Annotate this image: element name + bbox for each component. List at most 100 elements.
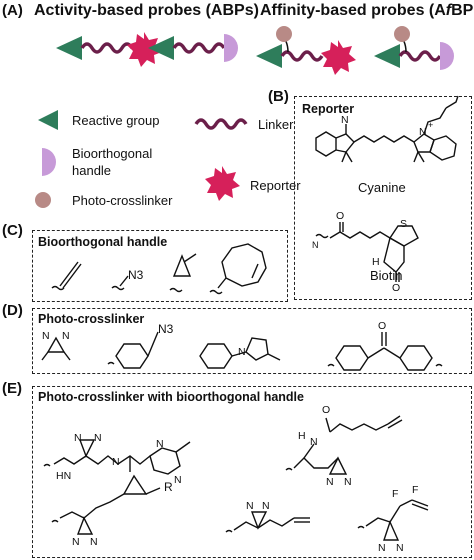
diazirine-tetrazine-structure — [43, 439, 191, 475]
cyanine-structure — [315, 95, 459, 163]
afbp-title-pre: Affinity-based probes (A — [260, 2, 446, 19]
panel-c-letter: (C) — [2, 222, 23, 239]
biotin-structure — [315, 222, 419, 282]
e5-f2: F — [412, 484, 419, 496]
e3-r: R — [164, 480, 173, 494]
panel-d-box — [32, 308, 472, 374]
cyanine-n-left: N — [341, 114, 349, 126]
diazirine-n2: N — [62, 330, 70, 342]
legend-handle-label: Bioorthogonal handle — [72, 145, 152, 179]
biotin-n-label: N — [312, 240, 319, 250]
panel-a-letter: (A) — [2, 2, 23, 19]
e1-n3: N — [112, 456, 120, 468]
panel-e-box — [32, 386, 472, 558]
e2-n: N — [310, 436, 318, 448]
azide-structure — [111, 275, 129, 291]
difluoro-diazirine-alkyne-structure — [357, 499, 429, 541]
afbp1-reporter-icon — [321, 40, 356, 75]
panel-d-title: Photo-crosslinker — [38, 312, 145, 326]
diazirine-cyclopropene-structure — [51, 474, 161, 535]
biotin-s: S — [400, 218, 408, 230]
afbp-title: Affinity-based probes (AfBPs) — [260, 2, 474, 20]
biotin-o: O — [336, 210, 345, 222]
e2-h: H — [298, 430, 306, 442]
e1-n1: N — [74, 432, 82, 444]
e1-n4: N — [156, 438, 164, 450]
afbp1-reactive-group-icon — [256, 44, 282, 68]
legend-handle-icon — [42, 148, 56, 176]
biotin-label: Biotin — [370, 268, 403, 283]
cyanine-label: Cyanine — [358, 180, 406, 195]
afbp2-crosslinker-icon — [394, 26, 410, 42]
afbp2-handle-icon — [440, 42, 454, 70]
azide-label: N3 — [128, 268, 144, 282]
legend-handle-label-line2: handle — [72, 163, 112, 178]
panel-c-title: Bioorthogonal handle — [38, 235, 168, 249]
benzophenone-o: O — [378, 320, 387, 332]
legend-reporter-icon — [205, 166, 240, 201]
panel-e-title: Photo-crosslinker with bioorthogonal han… — [38, 390, 304, 404]
abp2-handle-icon — [224, 34, 238, 62]
abp-title: Activity-based probes (ABPs) — [34, 2, 259, 19]
legend-reactive-group-icon — [38, 110, 58, 130]
legend-reporter-label: Reporter — [250, 178, 301, 193]
abp2-reactive-group-icon — [148, 36, 174, 60]
biotin-h: H — [372, 256, 380, 268]
legend-reactive-group-label: Reactive group — [72, 113, 160, 128]
panel-b-letter: (B) — [268, 88, 289, 105]
abp1-reporter-icon — [127, 32, 162, 67]
e5-f1: F — [392, 488, 399, 500]
aryl-tetrazole-structure — [199, 337, 281, 369]
abp1-linker-icon — [80, 42, 134, 54]
afbp1-linker-icon — [280, 50, 324, 62]
legend-crosslinker-icon — [35, 192, 51, 208]
panel-b-box — [294, 96, 472, 300]
diazirine-butynyl-structure — [225, 511, 310, 533]
e4-n1: N — [246, 500, 254, 512]
e4-n2: N — [262, 500, 270, 512]
diazirine-n1: N — [42, 330, 50, 342]
cyclopropene-structure — [169, 253, 197, 293]
e2-o: O — [322, 404, 331, 416]
e5-n2: N — [396, 542, 404, 554]
aryl-azide-structure — [107, 331, 159, 369]
cyanine-plus: + — [428, 120, 434, 130]
panel-c-box — [32, 230, 288, 302]
legend-crosslinker-label: Photo-crosslinker — [72, 193, 173, 208]
e2-n2: N — [344, 476, 352, 488]
diazirine-alkyne-amide-structure — [285, 415, 403, 475]
tetrazole-n: N — [238, 346, 246, 358]
panel-b-title: Reporter — [302, 102, 355, 116]
e2-n1: N — [326, 476, 334, 488]
alkyne-structure — [51, 261, 82, 291]
legend-icons — [35, 110, 248, 208]
aryl-azide-label: N3 — [158, 322, 174, 336]
panel-d-letter: (D) — [2, 302, 23, 319]
afbp1-crosslinker-icon — [276, 26, 292, 42]
e3-n2: N — [90, 536, 98, 548]
legend-linker-icon — [194, 118, 248, 130]
cyclooctene-structure — [209, 243, 267, 295]
legend-linker-label: Linker — [258, 117, 294, 132]
abp1-reactive-group-icon — [56, 36, 82, 60]
afbp-title-italic: f — [445, 2, 452, 19]
e3-n1: N — [72, 536, 80, 548]
abp2-linker-icon — [172, 42, 226, 54]
biotin-o2: O — [392, 282, 401, 294]
e1-n2: N — [94, 432, 102, 444]
e1-hn: HN — [56, 470, 72, 482]
e5-n1: N — [378, 542, 386, 554]
legend-handle-label-line1: Bioorthogonal — [72, 146, 153, 161]
afbp2-linker-icon — [398, 50, 442, 62]
panel-e-letter: (E) — [2, 380, 22, 397]
benzophenone-structure — [327, 332, 443, 371]
probe-schematics — [56, 26, 454, 75]
cyanine-n-right: N — [419, 126, 427, 138]
afbp-title-post: BPs) — [451, 2, 474, 19]
e1-n5: N — [174, 474, 182, 486]
diazirine-structure — [41, 336, 71, 361]
